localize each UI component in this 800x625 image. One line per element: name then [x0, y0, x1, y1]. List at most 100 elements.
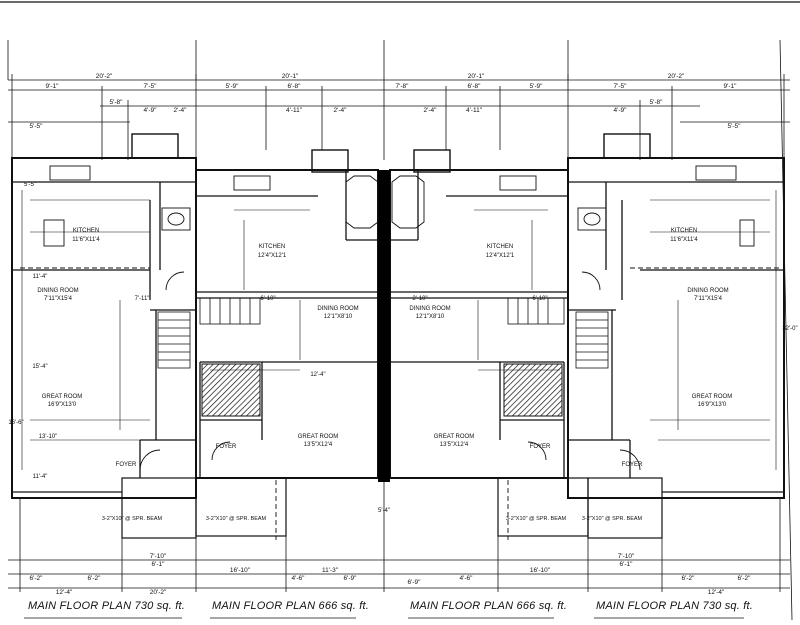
svg-text:7'-5": 7'-5" [614, 83, 628, 90]
dim-overall-1: 20'-2" [96, 73, 113, 80]
svg-text:6'-1": 6'-1" [620, 561, 634, 568]
room-dining-inner-right: DINING ROOM [409, 306, 450, 312]
svg-text:16'-6": 16'-6" [8, 420, 23, 426]
svg-text:6'-1": 6'-1" [152, 561, 166, 568]
svg-text:32'-0": 32'-0" [782, 326, 797, 332]
svg-text:7'-11": 7'-11" [135, 296, 150, 302]
svg-text:6'-2": 6'-2" [682, 575, 696, 582]
svg-text:5'-9": 5'-9" [530, 83, 544, 90]
caption-plan-4: MAIN FLOOR PLAN 730 sq. ft. [596, 600, 754, 612]
svg-text:5'-8": 5'-8" [110, 99, 124, 106]
svg-text:6'-8": 6'-8" [288, 83, 302, 90]
room-labels: KITCHEN 11'6"X11'4 DINING ROOM 7'11"X15'… [37, 228, 732, 468]
svg-text:6'-8": 6'-8" [468, 83, 482, 90]
svg-text:2'-4": 2'-4" [174, 107, 188, 114]
room-great-outer-left: GREAT ROOM [42, 394, 82, 400]
top-dimension-lines [7, 39, 793, 621]
svg-text:6'-10": 6'-10" [532, 296, 547, 302]
room-dining-outer-left: DINING ROOM [37, 288, 78, 294]
svg-text:5'-8": 5'-8" [650, 99, 664, 106]
room-dining-size: 7'11"X15'4 [694, 296, 723, 302]
caption-plan-3: MAIN FLOOR PLAN 666 sq. ft. [410, 600, 568, 612]
room-great-size: 16'9"X13'0 [48, 402, 77, 408]
svg-text:7'-10": 7'-10" [150, 553, 167, 560]
svg-text:6'-2": 6'-2" [30, 575, 44, 582]
svg-text:2'-4": 2'-4" [424, 107, 438, 114]
svg-text:3-2"X10" @ SPR. BEAM: 3-2"X10" @ SPR. BEAM [102, 516, 163, 522]
caption-plan-1: MAIN FLOOR PLAN 730 sq. ft. [28, 600, 186, 612]
side-dimension-text: 5'-5" 11'-4" 7'-11" 15'-4" 13'-10" 11'-4… [8, 182, 797, 514]
svg-text:3-2"X10" @ SPR. BEAM: 3-2"X10" @ SPR. BEAM [206, 516, 267, 522]
svg-text:12'-4": 12'-4" [310, 372, 325, 378]
top-dimension-text: 20'-2" 20'-1" 20'-1" 20'-2" 9'-1" 7'-5" … [30, 73, 742, 130]
dim-overall-4: 20'-2" [668, 73, 685, 80]
svg-text:5'-4": 5'-4" [378, 508, 390, 514]
svg-text:3-2"X10" @ SPR. BEAM: 3-2"X10" @ SPR. BEAM [582, 516, 643, 522]
svg-text:4'-9": 4'-9" [144, 107, 158, 114]
svg-text:12'-4": 12'-4" [56, 589, 73, 596]
party-wall [378, 170, 390, 482]
beam-labels: 3-2"X10" @ SPR. BEAM 3-2"X10" @ SPR. BEA… [102, 516, 643, 522]
room-dining-outer-right: DINING ROOM [687, 288, 728, 294]
svg-text:15'-4": 15'-4" [32, 364, 47, 370]
room-kitchen-outer-right: KITCHEN [671, 228, 697, 234]
svg-text:11'-4": 11'-4" [33, 274, 48, 280]
svg-text:4'-11": 4'-11" [286, 107, 303, 114]
room-great-size: 13'5"X12'4 [440, 442, 469, 448]
room-great-outer-right: GREAT ROOM [692, 394, 732, 400]
svg-text:9'-1": 9'-1" [46, 83, 60, 90]
room-dining-size: 7'11"X15'4 [44, 296, 73, 302]
svg-text:9'-1": 9'-1" [724, 83, 738, 90]
room-dining-size: 12'1"X8'10 [416, 314, 445, 320]
svg-text:16'-10": 16'-10" [530, 567, 551, 574]
svg-text:12'-4": 12'-4" [708, 589, 725, 596]
svg-text:5'-5": 5'-5" [30, 123, 44, 130]
hatched-area [201, 363, 261, 417]
svg-text:13'-10": 13'-10" [39, 434, 58, 440]
svg-text:6'-9": 6'-9" [344, 575, 358, 582]
svg-text:16'-10": 16'-10" [230, 567, 251, 574]
room-foyer-outer-right: FOYER [622, 462, 643, 468]
svg-text:7'-10": 7'-10" [618, 553, 635, 560]
bottom-dimension-text: 6'-1" 7'-10" 16'-10" 11'-3" 6'-9" 16'-10… [30, 553, 752, 596]
svg-text:6'-9": 6'-9" [408, 579, 422, 586]
fixtures [43, 165, 755, 471]
room-foyer-inner-left: FOYER [216, 444, 237, 450]
room-kitchen-inner-right: KITCHEN [487, 244, 513, 250]
bottom-dimension-lines [8, 482, 790, 592]
svg-text:3-2"X10" @ SPR. BEAM: 3-2"X10" @ SPR. BEAM [506, 516, 567, 522]
room-dining-inner-left: DINING ROOM [317, 306, 358, 312]
room-kitchen-size: 12'4"X12'1 [486, 253, 515, 259]
svg-text:5'-5": 5'-5" [24, 182, 36, 188]
svg-text:6'-10": 6'-10" [260, 296, 275, 302]
dim-overall-2: 20'-1" [282, 73, 299, 80]
room-great-size: 16'9"X13'0 [698, 402, 727, 408]
svg-text:5'-9": 5'-9" [226, 83, 240, 90]
room-kitchen-inner-left: KITCHEN [259, 244, 285, 250]
svg-text:4'-11": 4'-11" [466, 107, 483, 114]
svg-text:6'-2": 6'-2" [738, 575, 752, 582]
room-dining-size: 12'1"X8'10 [324, 314, 353, 320]
svg-text:6'-2": 6'-2" [88, 575, 102, 582]
room-kitchen-outer-left: KITCHEN [73, 228, 99, 234]
svg-text:2'-4": 2'-4" [334, 107, 348, 114]
room-great-size: 13'5"X12'4 [304, 442, 333, 448]
svg-text:5'-5": 5'-5" [728, 123, 742, 130]
room-foyer-outer-left: FOYER [116, 462, 137, 468]
room-foyer-inner-right: FOYER [530, 444, 551, 450]
svg-text:4'-9": 4'-9" [614, 107, 628, 114]
svg-text:11'-4": 11'-4" [33, 474, 48, 480]
room-great-inner-right: GREAT ROOM [434, 434, 474, 440]
caption-plan-2: MAIN FLOOR PLAN 666 sq. ft. [212, 600, 370, 612]
room-kitchen-size: 12'4"X12'1 [258, 253, 287, 259]
room-kitchen-size: 11'6"X11'4 [72, 237, 100, 243]
hatched-area [503, 363, 563, 417]
svg-text:11'-3": 11'-3" [322, 567, 339, 574]
room-kitchen-size: 11'6"X11'4 [670, 237, 698, 243]
svg-text:2'-10": 2'-10" [412, 296, 427, 302]
dim-overall-3: 20'-1" [468, 73, 485, 80]
svg-text:7'-5": 7'-5" [144, 83, 158, 90]
svg-text:7'-8": 7'-8" [396, 83, 410, 90]
svg-text:4'-6": 4'-6" [292, 575, 306, 582]
